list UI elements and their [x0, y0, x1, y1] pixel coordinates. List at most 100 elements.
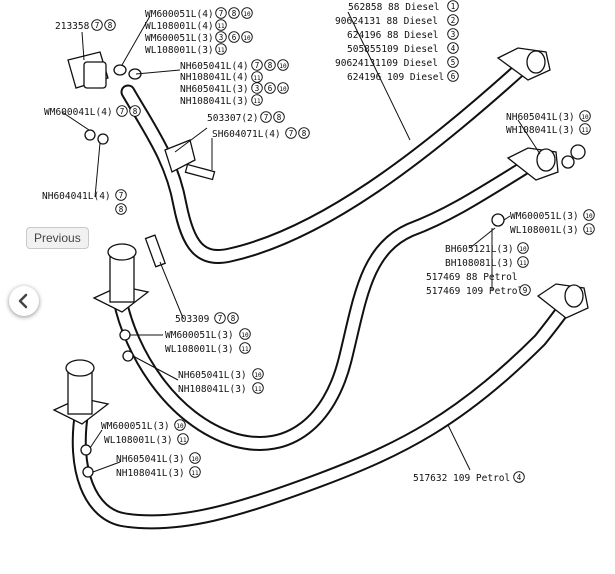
marker-4: 4 — [517, 473, 522, 482]
label-wl108001l-3r: WL108001L(3) — [510, 225, 579, 236]
marker-11: 11 — [519, 260, 527, 267]
marker-7: 7 — [120, 107, 125, 116]
marker-7: 7 — [255, 61, 260, 70]
circled-markers: 7 8 7 8 10 11 3 6 10 11 7 8 10 11 3 6 10… — [91, 0, 595, 483]
label-213358: 213358 — [55, 21, 90, 32]
prev-arrow-button[interactable] — [9, 286, 39, 316]
label-wm600051l-3b: WM600051L(3) — [165, 330, 234, 341]
label-nh108041l-3c: NH108041L(3) — [116, 468, 185, 479]
label-diesel-6: 624196 109 Diesel — [347, 72, 444, 83]
label-wh108041l-3r: WH108041L(3) — [506, 125, 575, 136]
marker-2: 2 — [451, 16, 456, 25]
marker-11: 11 — [254, 386, 262, 393]
marker-3: 3 — [451, 30, 456, 39]
marker-10: 10 — [191, 456, 199, 463]
marker-8: 8 — [302, 129, 307, 138]
marker-7: 7 — [119, 191, 124, 200]
marker-10: 10 — [176, 423, 184, 430]
marker-10: 10 — [585, 213, 593, 220]
label-wm600051l-4: WM600051L(4) — [145, 9, 214, 20]
label-nh605041l-3c: NH605041L(3) — [116, 454, 185, 465]
marker-8: 8 — [268, 61, 273, 70]
marker-10: 10 — [279, 86, 287, 93]
label-diesel-4: 505855109 Diesel — [347, 44, 439, 55]
marker-8: 8 — [231, 314, 236, 323]
marker-5: 5 — [451, 58, 456, 67]
petrol-88-end-flange — [506, 144, 586, 181]
marker-7: 7 — [219, 9, 224, 18]
previous-button[interactable]: Previous — [26, 227, 89, 249]
marker-11: 11 — [191, 470, 199, 477]
marker-11: 11 — [217, 23, 225, 30]
diesel-pipe — [120, 54, 536, 264]
petrol-109-pipe — [71, 292, 578, 530]
marker-11: 11 — [585, 227, 593, 234]
manifold-flange — [67, 51, 142, 89]
marker-10: 10 — [243, 35, 251, 42]
label-503309: 503309 — [175, 314, 210, 325]
marker-7: 7 — [289, 129, 294, 138]
marker-6: 6 — [451, 72, 456, 81]
leader-lines — [61, 11, 541, 473]
label-517469-88: 517469 88 Petrol — [426, 272, 518, 283]
bracket-503309 — [144, 234, 167, 268]
label-diesel-1: 562858 88 Diesel — [348, 2, 440, 13]
marker-11: 11 — [581, 127, 589, 134]
marker-7: 7 — [264, 113, 269, 122]
marker-8: 8 — [133, 107, 138, 116]
label-diesel-2: 90624131 88 Diesel — [335, 16, 438, 27]
label-diesel-3: 624196 88 Diesel — [347, 30, 439, 41]
marker-8: 8 — [277, 113, 282, 122]
marker-3: 3 — [219, 33, 224, 42]
label-nh605041l-3r: NH605041L(3) — [506, 112, 575, 123]
part-labels: 213358 WM600051L(4) WL108001L(4) WM60005… — [42, 2, 579, 484]
label-wl108001l-3a: WL108001L(3) — [145, 45, 214, 56]
marker-10: 10 — [241, 332, 249, 339]
marker-10: 10 — [519, 246, 527, 253]
petrol-109-front-flange — [52, 359, 110, 425]
label-503307: 503307(2) — [207, 113, 258, 124]
bracket-503307 — [164, 139, 216, 181]
marker-11: 11 — [253, 75, 261, 82]
marker-8: 8 — [232, 9, 237, 18]
marker-3: 3 — [255, 84, 260, 93]
label-wm600051l-3c: WM600051L(3) — [101, 421, 170, 432]
label-wl108001l-3b: WL108001L(3) — [165, 344, 234, 355]
label-517632-109: 517632 109 Petrol — [413, 473, 510, 484]
marker-8: 8 — [119, 205, 124, 214]
chevron-left-icon — [18, 293, 28, 309]
marker-10: 10 — [254, 372, 262, 379]
label-nh605041l-3b: NH605041L(3) — [178, 370, 247, 381]
marker-10: 10 — [279, 63, 287, 70]
marker-8: 8 — [108, 21, 113, 30]
label-wm600041l-4: WM600041L(4) — [44, 107, 113, 118]
petrol-109-end-flange — [536, 283, 589, 319]
marker-7: 7 — [95, 21, 100, 30]
label-nh605041l-3a: NH605041L(3) — [180, 84, 249, 95]
label-nh605041l-4: NH605041L(4) — [180, 61, 249, 72]
label-nh108041l-3b: NH108041L(3) — [178, 384, 247, 395]
marker-11: 11 — [179, 437, 187, 444]
petrol-88-pipe — [112, 150, 548, 451]
label-nh108041l-3a: NH108041L(3) — [180, 96, 249, 107]
marker-10: 10 — [243, 11, 251, 18]
marker-6: 6 — [268, 84, 273, 93]
label-wl108001l-4: WL108001L(4) — [145, 21, 214, 32]
label-sh604071l-4: SH604071L(4) — [212, 129, 281, 140]
marker-4: 4 — [451, 44, 456, 53]
label-diesel-5: 90624131109 Diesel — [335, 58, 438, 69]
label-517469-109: 517469 109 Petrol — [426, 286, 523, 297]
petrol-88-front-flange — [92, 243, 150, 313]
marker-7: 7 — [218, 314, 223, 323]
label-nh108041l-4: NH108041L(4) — [180, 72, 249, 83]
marker-11: 11 — [253, 98, 261, 105]
marker-11: 11 — [241, 346, 249, 353]
marker-10: 10 — [581, 114, 589, 121]
marker-1: 1 — [451, 2, 456, 11]
label-wm600051l-3r: WM600051L(3) — [510, 211, 579, 222]
label-wm600051l-3a: WM600051L(3) — [145, 33, 214, 44]
marker-9: 9 — [523, 286, 528, 295]
marker-11: 11 — [217, 47, 225, 54]
marker-6: 6 — [232, 33, 237, 42]
